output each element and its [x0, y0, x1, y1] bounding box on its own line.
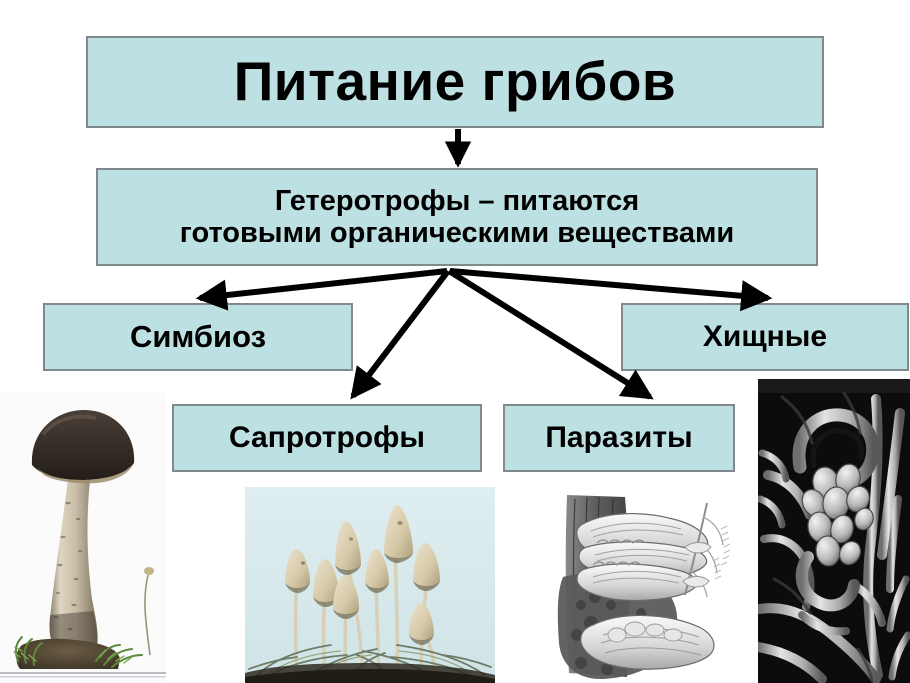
- symbiosis-text: Симбиоз: [129, 318, 267, 354]
- predatory-text: Хищные: [702, 320, 828, 354]
- arrow-heterotrophs-to-parasites: [447, 268, 654, 400]
- node-symbiosis: Симбиоз: [43, 303, 353, 371]
- photo-predatory: [758, 379, 910, 683]
- node-parasites: Паразиты: [503, 404, 735, 472]
- saprotrophs-text: Сапротрофы: [229, 421, 425, 455]
- parasites-text: Паразиты: [545, 421, 693, 455]
- title-text: Питание грибов: [233, 50, 677, 113]
- heterotrophs-text: Гетеротрофы – питаются готовыми органиче…: [179, 184, 735, 249]
- arrow-heterotrophs-to-predatory: [449, 268, 773, 312]
- arrow-heterotrophs-to-symbiosis: [195, 268, 448, 311]
- arrow-heterotrophs-to-saprotrophs: [350, 269, 451, 400]
- photo-saprotroph: [245, 487, 495, 683]
- photo-parasite: [535, 485, 741, 683]
- page-title: Питание грибов: [86, 36, 824, 128]
- node-predatory: Хищные: [621, 303, 909, 371]
- node-saprotrophs: Сапротрофы: [172, 404, 482, 472]
- photo-symbiosis: [0, 393, 166, 683]
- node-heterotrophs: Гетеротрофы – питаются готовыми органиче…: [96, 168, 818, 266]
